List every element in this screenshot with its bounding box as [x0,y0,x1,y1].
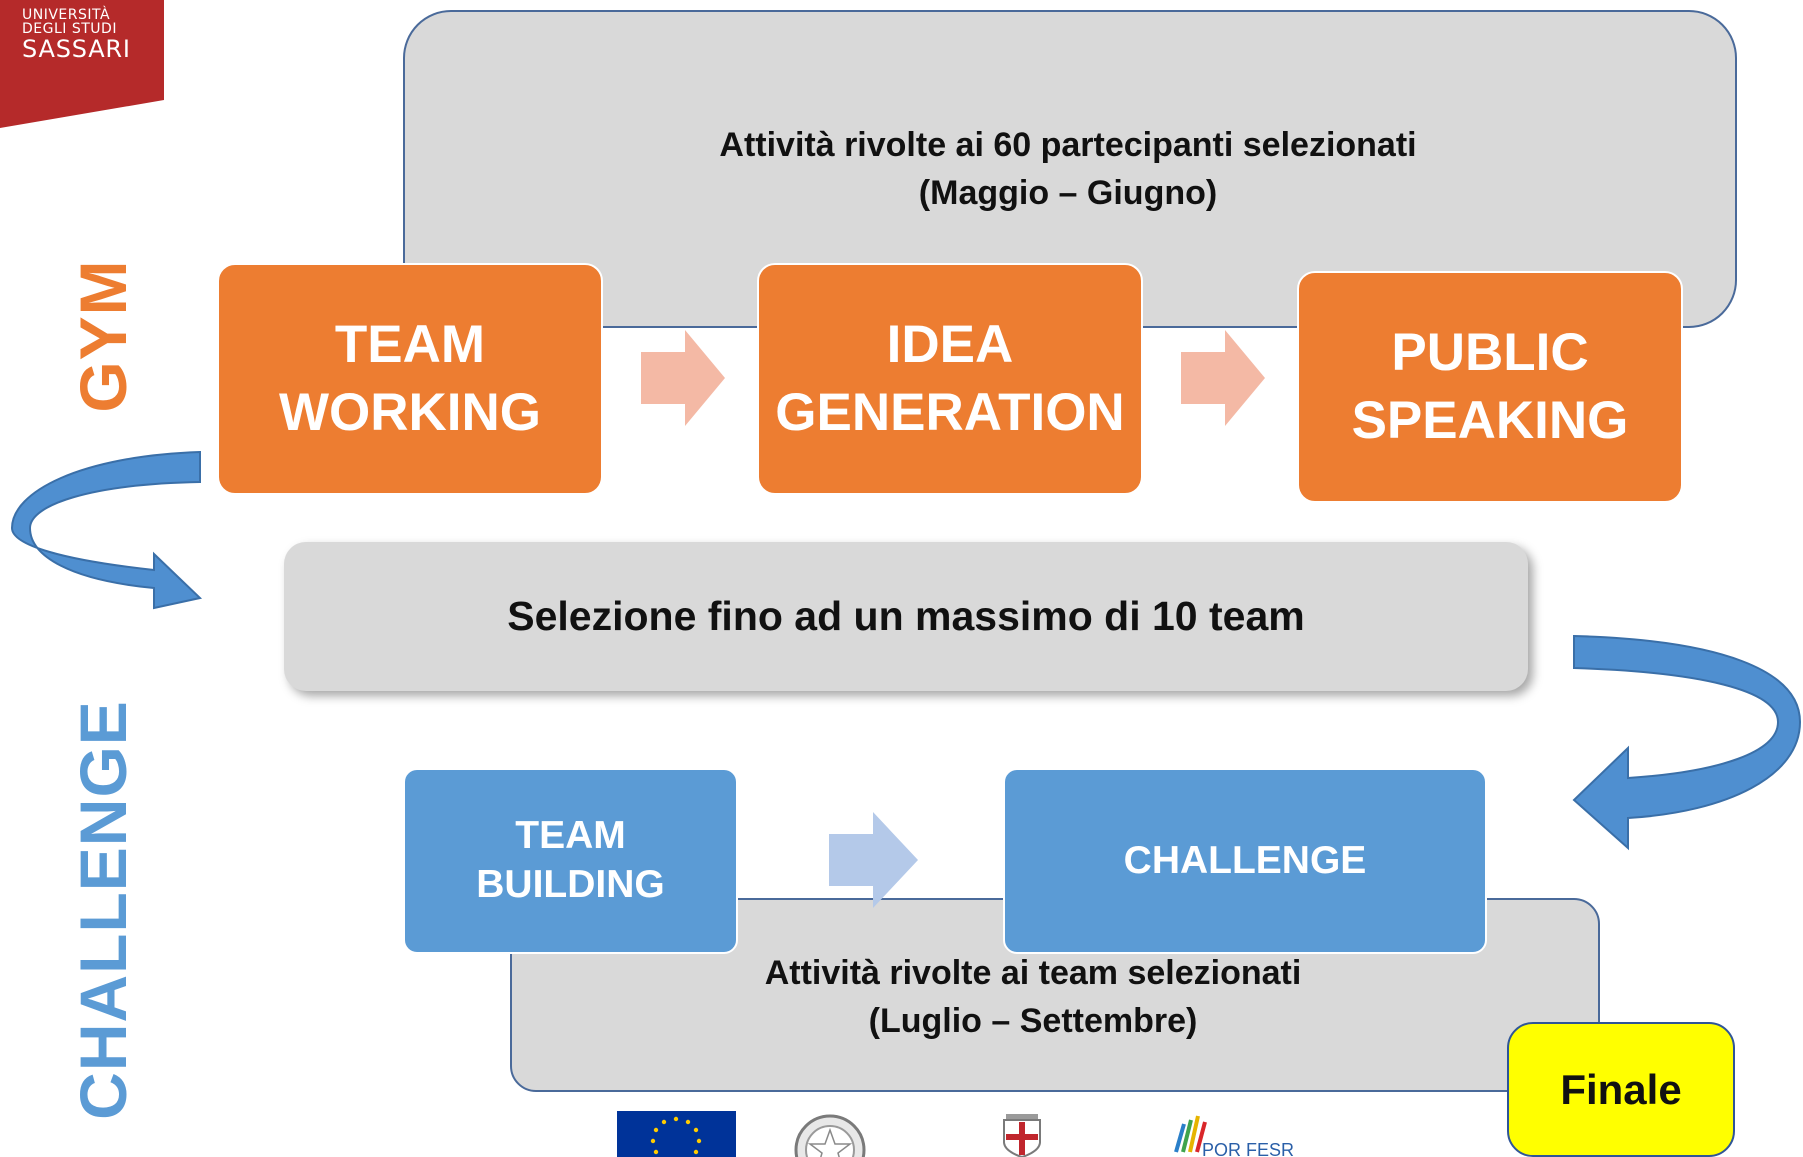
right-arrow-icon [1181,330,1265,426]
bottom-activity-line-2: (Luglio – Settembre) [868,1001,1198,1040]
university-logo: UNIVERSITÀ DEGLI STUDI SASSARI [0,0,164,128]
logo-line-1: UNIVERSITÀ [22,7,111,23]
logo-text: UNIVERSITÀ DEGLI STUDI SASSARI [22,8,131,61]
step-line-1: PUBLIC [1391,323,1589,383]
finale-box: Finale [1507,1022,1735,1157]
logo-line-3: SASSARI [22,34,131,63]
emblem-icon [794,1114,866,1157]
challenge-section-label: CHALLENGE [66,700,140,1120]
step-public-speaking: PUBLIC SPEAKING [1297,271,1683,503]
right-arrow-icon [641,330,725,426]
logo-banner-icon [0,0,164,128]
finale-text: Finale [1560,1065,1682,1113]
coat-of-arms-icon [1003,1114,1041,1157]
top-activity-line-1: Attività rivolte ai 60 partecipanti sele… [719,126,1417,164]
curved-arrow-icon [1572,634,1802,851]
eu-flag-icon [617,1111,736,1157]
bottom-activity-line-1: Attività rivolte ai team selezionati [764,954,1302,992]
step-line-2: SPEAKING [1351,391,1629,450]
por-fesr-stripes-icon [1174,1115,1207,1153]
step-challenge: CHALLENGE [1003,768,1487,954]
top-activity-line-2: (Maggio – Giugno) [918,173,1218,212]
bottom-activity-text: Attività rivolte ai team selezionati (Lu… [510,950,1596,1045]
step-line-1: TEAM [334,315,486,375]
por-fesr-text: POR FESR [1202,1140,1294,1157]
logo-line-2: DEGLI STUDI [22,21,117,38]
selection-bar: Selezione fino ad un massimo di 10 team [284,542,1528,691]
step-team-building: TEAM BUILDING [403,768,738,954]
eu-stars-icon [650,1116,702,1155]
step-line-1: TEAM [515,814,626,858]
top-activity-text: Attività rivolte ai 60 partecipanti sele… [403,122,1733,217]
curved-arrow-icon [10,450,203,610]
step-line-1: IDEA [886,315,1014,375]
step-idea-generation: IDEA GENERATION [757,263,1143,495]
right-arrow-icon [829,812,918,908]
step-line-2: BUILDING [476,863,665,906]
step-team-working: TEAM WORKING [217,263,603,495]
step-line-2: WORKING [278,383,542,442]
selection-text: Selezione fino ad un massimo di 10 team [507,593,1305,639]
gym-section-label: GYM [66,259,140,413]
step-line-1: CHALLENGE [1123,839,1367,882]
por-fesr-logo: POR FESR [1174,1115,1294,1157]
step-line-2: GENERATION [775,383,1125,442]
